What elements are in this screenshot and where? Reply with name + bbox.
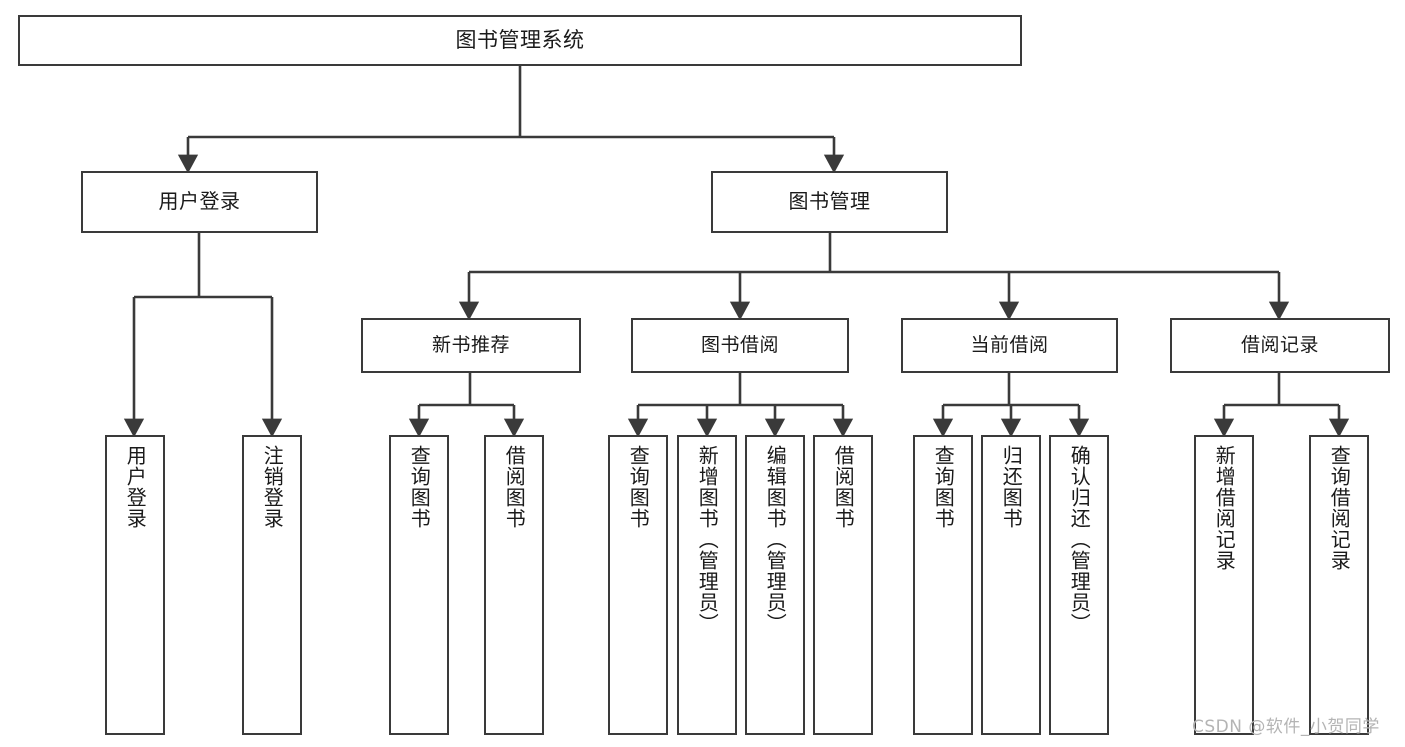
node-borrow-record-label: 借阅记录 <box>1240 334 1319 357</box>
watermark: CSDN @软件_小贺同学 <box>1192 717 1380 737</box>
leaf-query-record-label: 查询借阅记录 <box>1327 445 1352 571</box>
leaf-query-book-1-label: 查询图书 <box>407 445 432 529</box>
leaf-return-book-label: 归还图书 <box>999 445 1024 529</box>
leaf-return-book[interactable]: 归还图书 <box>981 435 1041 735</box>
node-user-login-label: 用户登录 <box>158 189 241 214</box>
leaf-confirm-return[interactable]: 确认归还（管理员） <box>1049 435 1109 735</box>
node-root[interactable]: 图书管理系统 <box>18 15 1022 66</box>
leaf-add-record[interactable]: 新增借阅记录 <box>1194 435 1254 735</box>
leaf-borrow-book-2-label: 借阅图书 <box>831 445 856 529</box>
leaf-borrow-book-2[interactable]: 借阅图书 <box>813 435 873 735</box>
leaf-user-login-label: 用户登录 <box>123 445 148 529</box>
node-root-label: 图书管理系统 <box>455 28 585 53</box>
leaf-borrow-book-1[interactable]: 借阅图书 <box>484 435 544 735</box>
node-new-book-recommend[interactable]: 新书推荐 <box>361 318 581 373</box>
leaf-logout-login-label: 注销登录 <box>260 445 285 529</box>
node-borrow-record[interactable]: 借阅记录 <box>1170 318 1390 373</box>
leaf-confirm-return-label: 确认归还（管理员） <box>1067 445 1092 634</box>
node-book-borrow-label: 图书借阅 <box>700 334 779 357</box>
leaf-edit-book[interactable]: 编辑图书（管理员） <box>745 435 805 735</box>
node-book-manage-label: 图书管理 <box>788 189 871 214</box>
leaf-query-record[interactable]: 查询借阅记录 <box>1309 435 1369 735</box>
leaf-query-book-3-label: 查询图书 <box>931 445 956 529</box>
node-user-login[interactable]: 用户登录 <box>81 171 318 233</box>
leaf-user-login[interactable]: 用户登录 <box>105 435 165 735</box>
node-new-book-recommend-label: 新书推荐 <box>431 334 510 357</box>
node-book-manage[interactable]: 图书管理 <box>711 171 948 233</box>
leaf-query-book-2-label: 查询图书 <box>626 445 651 529</box>
leaf-query-book-1[interactable]: 查询图书 <box>389 435 449 735</box>
node-current-borrow[interactable]: 当前借阅 <box>901 318 1118 373</box>
node-current-borrow-label: 当前借阅 <box>970 334 1049 357</box>
leaf-query-book-2[interactable]: 查询图书 <box>608 435 668 735</box>
leaf-logout-login[interactable]: 注销登录 <box>242 435 302 735</box>
leaf-add-record-label: 新增借阅记录 <box>1212 445 1237 571</box>
leaf-add-book-label: 新增图书（管理员） <box>695 445 720 634</box>
node-book-borrow[interactable]: 图书借阅 <box>631 318 849 373</box>
leaf-edit-book-label: 编辑图书（管理员） <box>763 445 788 634</box>
leaf-borrow-book-1-label: 借阅图书 <box>502 445 527 529</box>
leaf-add-book[interactable]: 新增图书（管理员） <box>677 435 737 735</box>
leaf-query-book-3[interactable]: 查询图书 <box>913 435 973 735</box>
